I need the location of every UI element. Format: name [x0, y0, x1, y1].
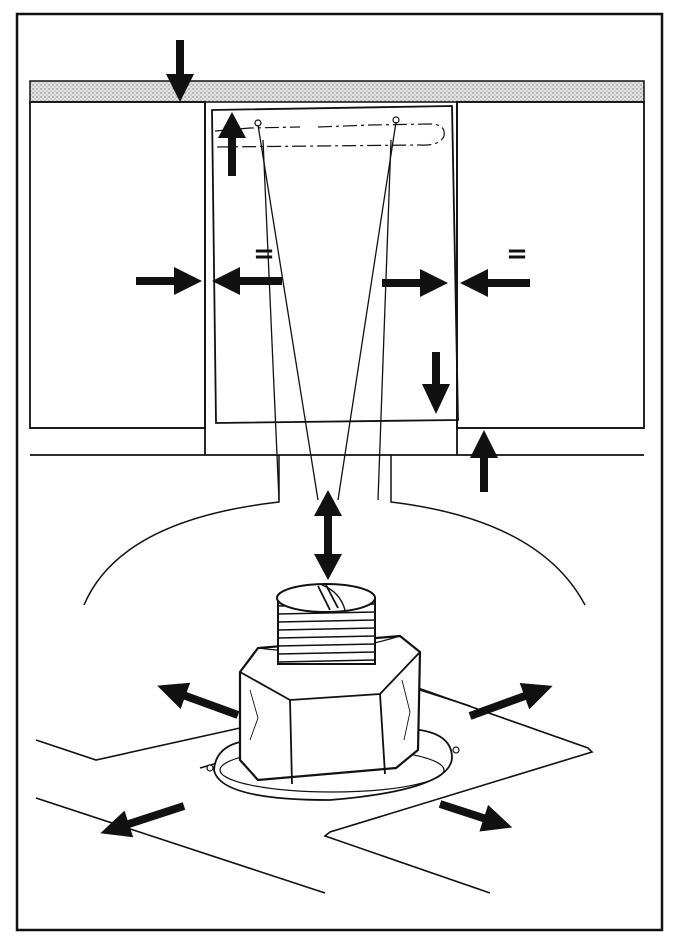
callout-dome [83, 455, 586, 606]
bracket-plate [35, 687, 594, 894]
diagonal-arrow-icon [157, 682, 240, 719]
outer-frame [15, 12, 664, 932]
top-rail [29, 80, 645, 103]
down-arrow-icon [166, 40, 194, 102]
diagonal-arrow-icon [438, 800, 513, 832]
projection-lines [257, 121, 397, 501]
center-door-panel [211, 105, 459, 424]
double-arrow-icon [314, 490, 342, 580]
adjusting-screw [276, 583, 376, 665]
right-arrow-icon [136, 267, 202, 295]
up-arrow-icon [218, 112, 246, 176]
right-cabinet-panel [456, 101, 645, 429]
down-arrow-icon [422, 352, 450, 414]
right-gap-mark: = [506, 239, 528, 269]
left-arrow-icon [460, 269, 530, 297]
center-opening [30, 102, 644, 456]
left-cabinet-panel [29, 101, 206, 429]
right-arrow-icon [382, 269, 448, 297]
diagonal-arrow-icon [100, 802, 186, 838]
left-gap-mark: = [253, 239, 275, 269]
diagonal-arrow-icon [468, 683, 553, 720]
up-arrow-icon [470, 430, 498, 492]
left-arrow-icon [212, 267, 282, 295]
